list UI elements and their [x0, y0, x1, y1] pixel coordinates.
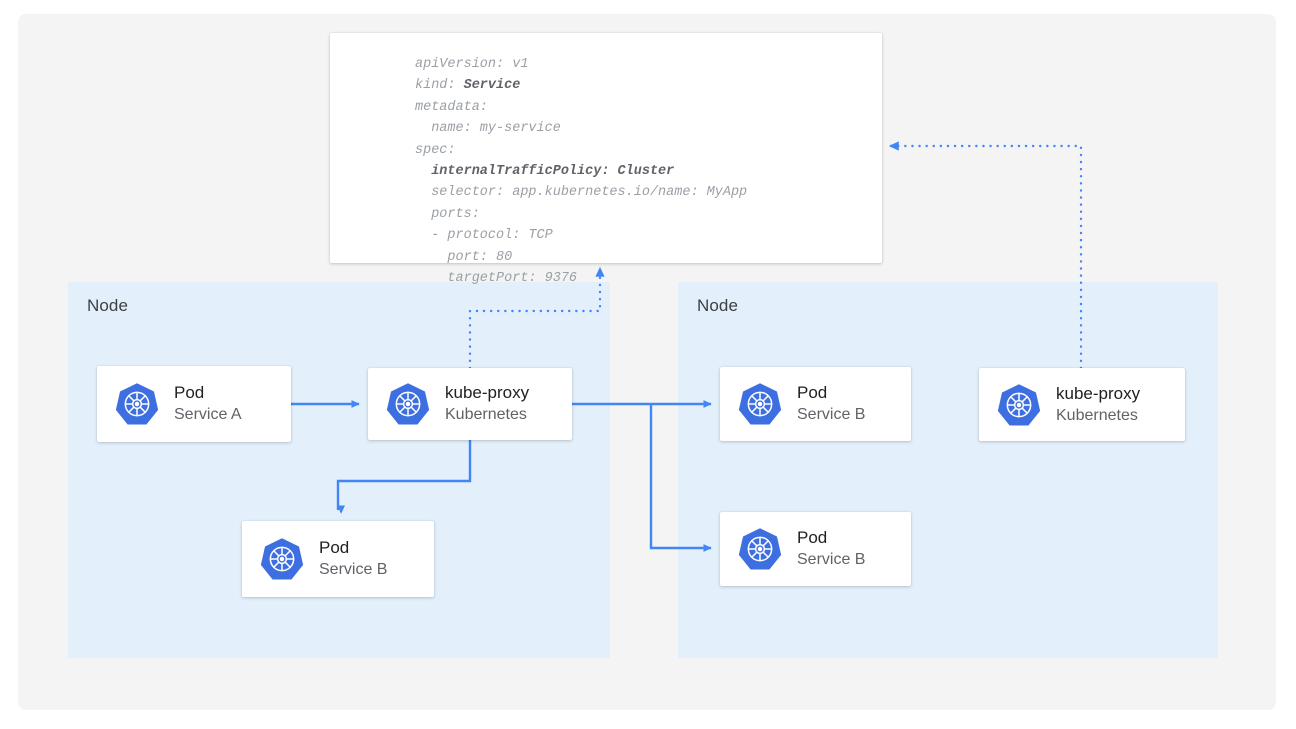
card-kube-proxy-right[interactable]: kube-proxy Kubernetes — [979, 368, 1185, 441]
card-pod-service-b-bottom-right[interactable]: Pod Service B — [720, 512, 911, 586]
card-text: Pod Service B — [797, 382, 865, 426]
kubernetes-icon — [996, 382, 1042, 428]
kubernetes-icon — [737, 526, 783, 572]
card-text: kube-proxy Kubernetes — [1056, 383, 1140, 427]
node-panel-right — [678, 282, 1218, 658]
node-panel-left — [68, 282, 610, 658]
yaml-line-bold: Service — [463, 78, 521, 94]
card-title: kube-proxy — [1056, 383, 1141, 403]
card-kube-proxy-left[interactable]: kube-proxy Kubernetes — [368, 368, 572, 440]
card-title: Pod — [797, 383, 828, 402]
node-label-right: Node — [697, 296, 739, 315]
service-manifest-card: apiVersion: v1 kind: Service metadata: n… — [330, 33, 882, 286]
node-label-left: Node — [87, 296, 129, 315]
card-subtitle: Service B — [797, 406, 866, 423]
card-title: Pod — [797, 528, 828, 547]
kubernetes-icon — [385, 381, 431, 427]
card-pod-service-b-top-right[interactable]: Pod Service B — [720, 367, 911, 441]
card-subtitle: Kubernetes — [1056, 406, 1138, 424]
card-title: Pod — [319, 538, 350, 557]
card-pod-service-b-left[interactable]: Pod Service B — [242, 521, 434, 597]
card-text: Pod Service B — [319, 537, 387, 581]
kubernetes-icon — [737, 381, 783, 427]
card-pod-service-a[interactable]: Pod Service A — [97, 366, 291, 442]
service-manifest-code: apiVersion: v1 kind: Service metadata: n… — [415, 57, 748, 287]
card-subtitle: Service B — [797, 551, 866, 568]
card-text: Pod Service A — [174, 382, 242, 426]
card-title: kube-proxy — [445, 383, 530, 402]
yaml-line-bold: internalTrafficPolicy: Cluster — [415, 164, 675, 180]
card-subtitle: Service B — [319, 561, 388, 578]
card-subtitle: Kubernetes — [445, 406, 527, 423]
kubernetes-icon — [259, 536, 305, 582]
card-text: Pod Service B — [797, 527, 865, 571]
card-text: kube-proxy Kubernetes — [445, 382, 529, 426]
kubernetes-icon — [114, 381, 160, 427]
card-subtitle: Service A — [174, 406, 242, 423]
card-title: Pod — [174, 383, 205, 402]
